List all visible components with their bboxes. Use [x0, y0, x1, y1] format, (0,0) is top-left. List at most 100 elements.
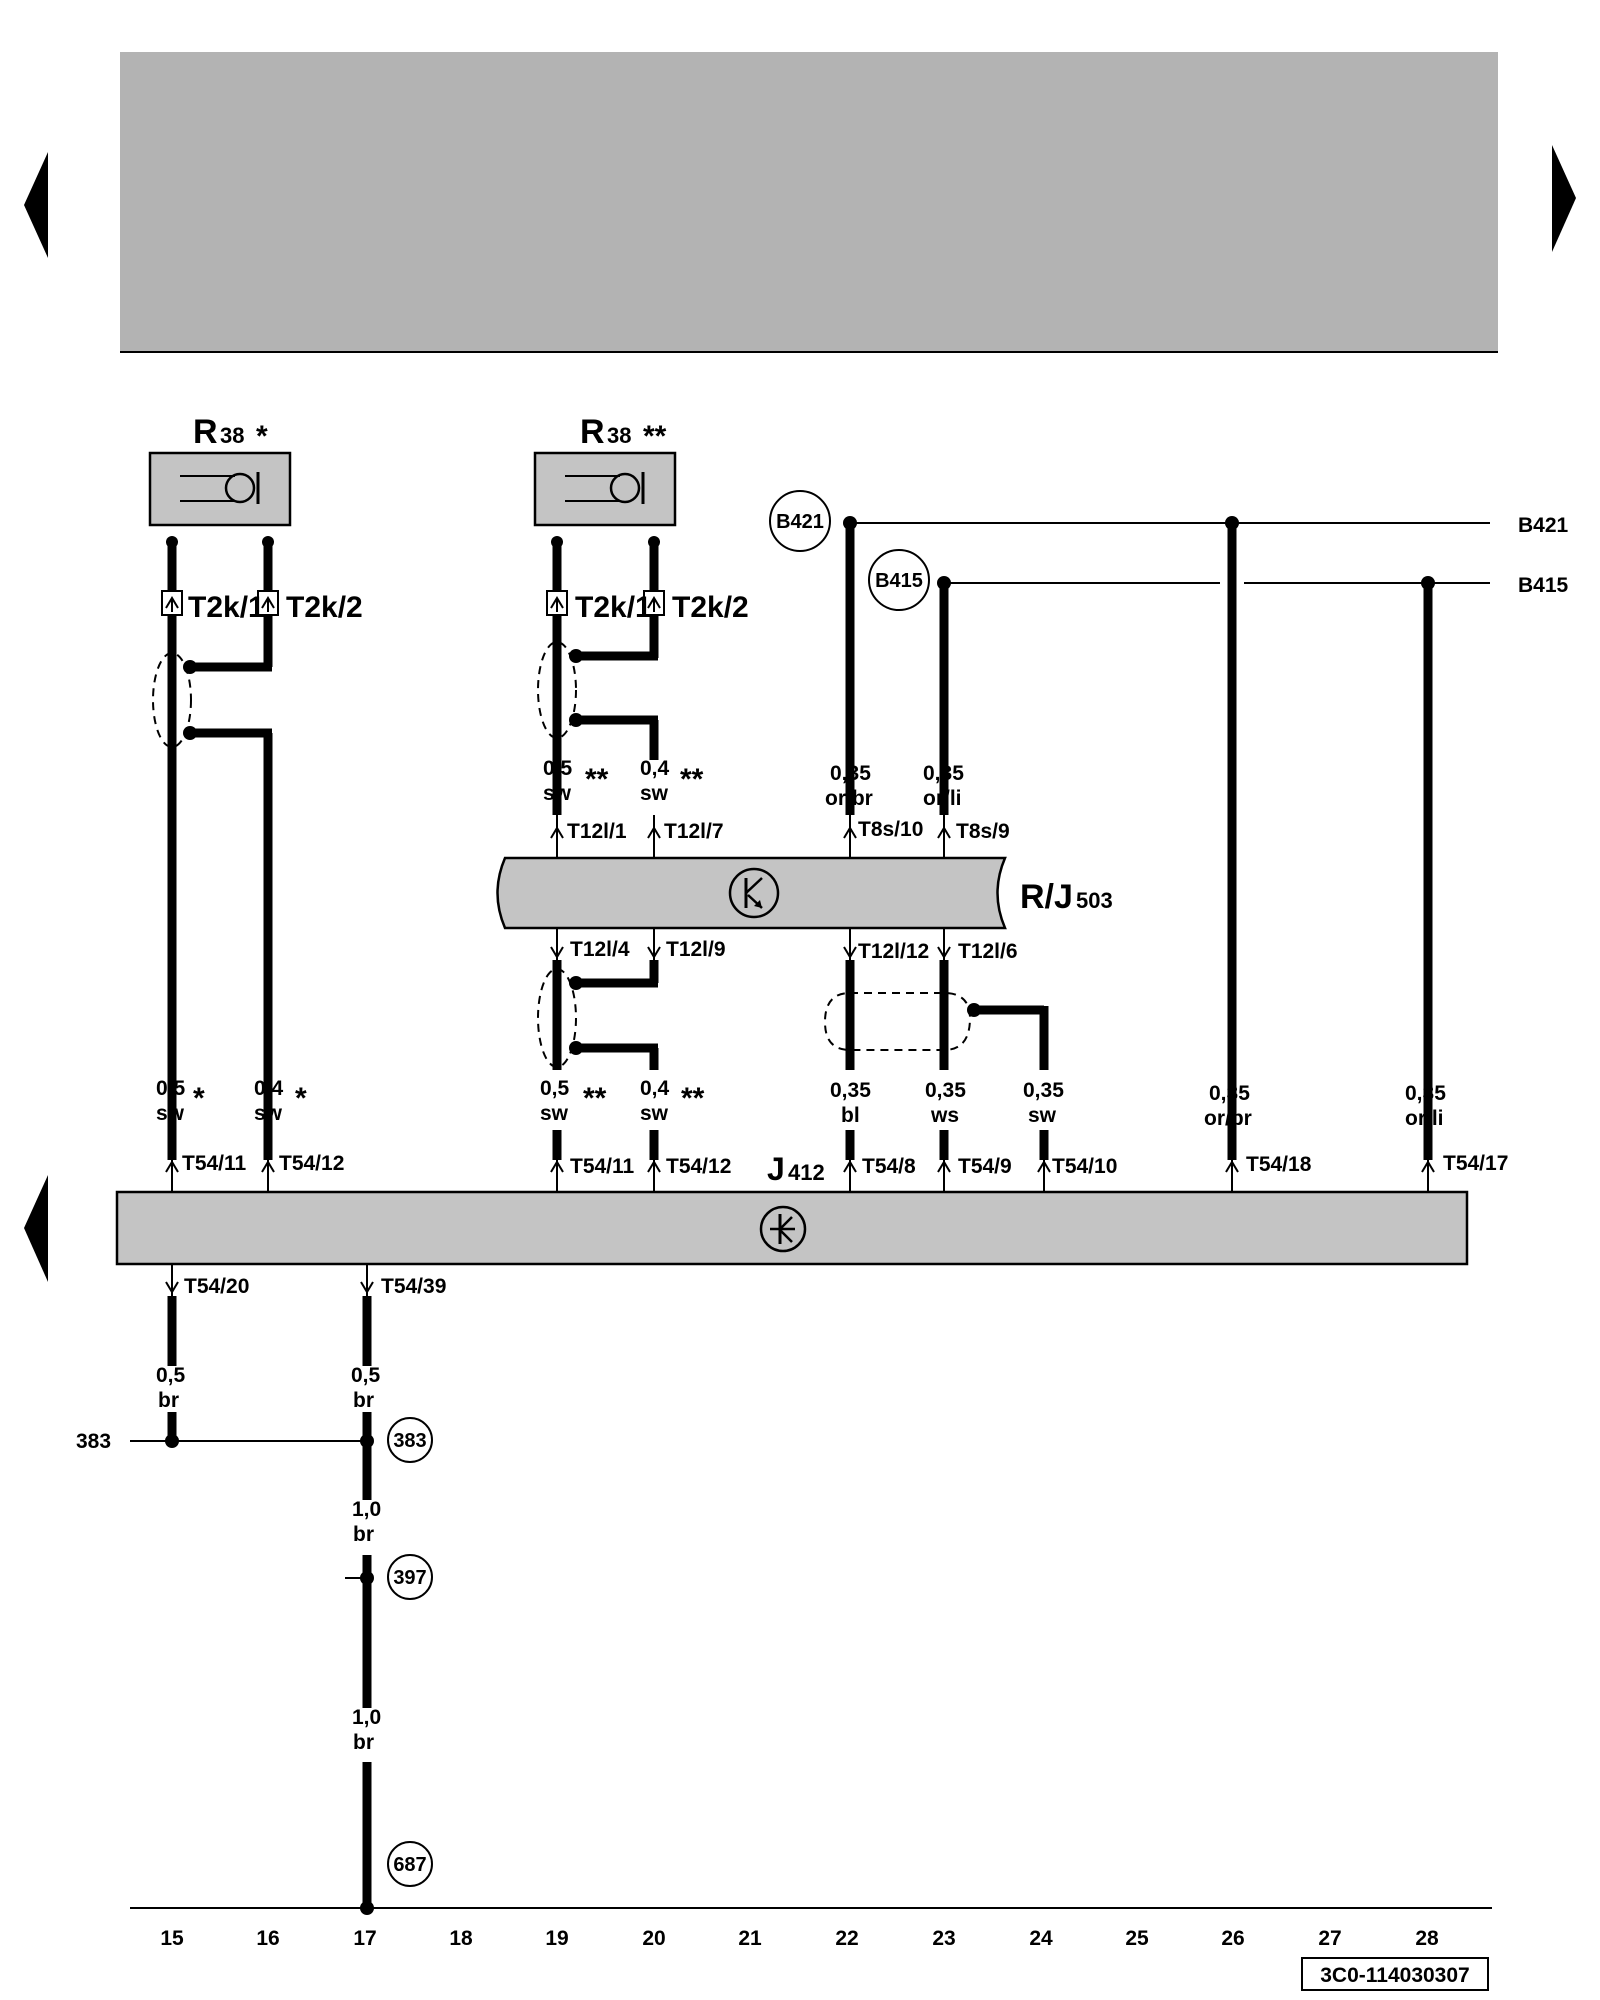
rj503-sub: 503 [1076, 888, 1113, 913]
conn-t12l9: T12l/9 [666, 938, 726, 961]
w6-color: or/li [923, 787, 962, 810]
r38-star-mark: * [256, 420, 268, 453]
node-383-label: 383 [393, 1430, 426, 1452]
w14-size: 0,5 [156, 1364, 186, 1387]
w16-color: br [353, 1523, 374, 1546]
w13-size: 0,35 [1405, 1082, 1446, 1105]
w7-size: 0,5 [540, 1077, 570, 1100]
module-rj503 [496, 856, 1007, 930]
conn-t2k1-a: T2k/1 [188, 591, 265, 624]
w3-mark: ** [585, 763, 609, 796]
w12-color: or/br [1204, 1107, 1252, 1130]
r38-star-sub: 38 [220, 423, 244, 448]
column-number: 15 [160, 1927, 184, 1950]
w14-color: br [158, 1389, 179, 1412]
w8-mark: ** [681, 1082, 705, 1115]
node-397-label: 397 [393, 1567, 426, 1589]
w7-color: sw [540, 1102, 569, 1125]
column-number: 16 [256, 1927, 279, 1950]
wires-r38-dstar-top [537, 536, 665, 815]
diagram-id: 3C0-114030307 [1320, 1964, 1469, 1987]
node-b421-circle [769, 490, 831, 552]
w6-size: 0,35 [923, 762, 964, 785]
ground-383-left: 383 [76, 1430, 111, 1453]
column-number: 18 [449, 1927, 473, 1950]
conn-t54-39: T54/39 [381, 1275, 446, 1298]
next-page-arrow-icon[interactable] [1552, 145, 1576, 252]
wires-rj503-bottom [537, 928, 1049, 1070]
column-number: 23 [932, 1927, 955, 1950]
prev-page-arrow-icon[interactable] [24, 152, 48, 258]
node-397-circle [387, 1554, 433, 1600]
conn-t54-18: T54/18 [1246, 1153, 1312, 1176]
conn-t2k1-b: T2k/1 [575, 591, 652, 624]
bus-lines [843, 516, 1490, 1160]
w10-size: 0,35 [925, 1079, 966, 1102]
w15-color: br [353, 1389, 374, 1412]
w9-color: bl [841, 1104, 860, 1127]
conn-t54-8: T54/8 [862, 1155, 916, 1178]
component-r38-star: R 38 * [148, 413, 292, 527]
conn-t54-12a: T54/12 [279, 1152, 344, 1175]
r38-star-label: R [193, 413, 218, 451]
w1-color: sw [156, 1102, 185, 1125]
w11-color: sw [1028, 1104, 1057, 1127]
component-r38-double-star: R 38 ** [533, 413, 677, 527]
w13-color: or/li [1405, 1107, 1444, 1130]
conn-t12l7: T12l/7 [664, 820, 724, 843]
j412-label: J [767, 1151, 785, 1187]
column-number: 24 [1029, 1927, 1053, 1950]
conn-t54-11a: T54/11 [182, 1152, 247, 1175]
column-numbers: 15 16 17 18 19 20 21 22 23 24 25 26 27 2… [160, 1927, 1439, 1950]
conn-t12l1: T12l/1 [567, 820, 627, 843]
header-panel [120, 52, 1498, 352]
w4-color: sw [640, 782, 669, 805]
conn-t12l4: T12l/4 [570, 938, 630, 961]
conn-t54-12b: T54/12 [666, 1155, 731, 1178]
w11-size: 0,35 [1023, 1079, 1064, 1102]
bottom-prev-arrow-icon[interactable] [24, 1175, 48, 1282]
node-383-circle [387, 1417, 433, 1463]
b421-circle-label: B421 [776, 511, 824, 533]
w10-color: ws [930, 1104, 959, 1127]
w3-size: 0,5 [543, 757, 573, 780]
wires-j412-bottom [130, 1264, 374, 1915]
w1-mark: * [193, 1082, 205, 1115]
r38-dstar-mark: ** [643, 420, 667, 453]
conn-t12l12: T12l/12 [858, 940, 929, 963]
w5-size: 0,35 [830, 762, 871, 785]
w2-color: sw [254, 1102, 283, 1125]
node-b415-circle [868, 549, 930, 611]
w1-size: 0,5 [156, 1077, 186, 1100]
conn-t2k2-b: T2k/2 [672, 591, 749, 624]
column-number: 20 [642, 1927, 665, 1950]
w15-size: 0,5 [351, 1364, 381, 1387]
b415-circle-label: B415 [875, 570, 923, 592]
conn-t8s10: T8s/10 [858, 818, 923, 841]
w3-color: sw [543, 782, 572, 805]
column-number: 26 [1221, 1927, 1244, 1950]
node-687-label: 687 [393, 1854, 426, 1876]
conn-t12l6: T12l/6 [958, 940, 1018, 963]
w17-color: br [353, 1731, 374, 1754]
w9-size: 0,35 [830, 1079, 871, 1102]
w4-size: 0,4 [640, 757, 670, 780]
conn-t54-11b: T54/11 [570, 1155, 635, 1178]
w8-color: sw [640, 1102, 669, 1125]
b421-right-label: B421 [1518, 514, 1569, 537]
rj503-label: R/J [1020, 878, 1073, 916]
column-number: 28 [1415, 1927, 1439, 1950]
w12-size: 0,35 [1209, 1082, 1250, 1105]
w17-size: 1,0 [352, 1706, 381, 1729]
conn-t54-20: T54/20 [184, 1275, 249, 1298]
r38-dstar-sub: 38 [607, 423, 631, 448]
wires-r38-star [152, 536, 279, 1160]
conn-t2k2-a: T2k/2 [286, 591, 363, 624]
conn-t8s9: T8s/9 [956, 820, 1010, 843]
node-687-circle [387, 1841, 433, 1887]
w5-color: or/br [825, 787, 873, 810]
module-j412 [115, 1190, 1469, 1266]
conn-t54-10: T54/10 [1052, 1155, 1117, 1178]
w2-mark: * [295, 1082, 307, 1115]
